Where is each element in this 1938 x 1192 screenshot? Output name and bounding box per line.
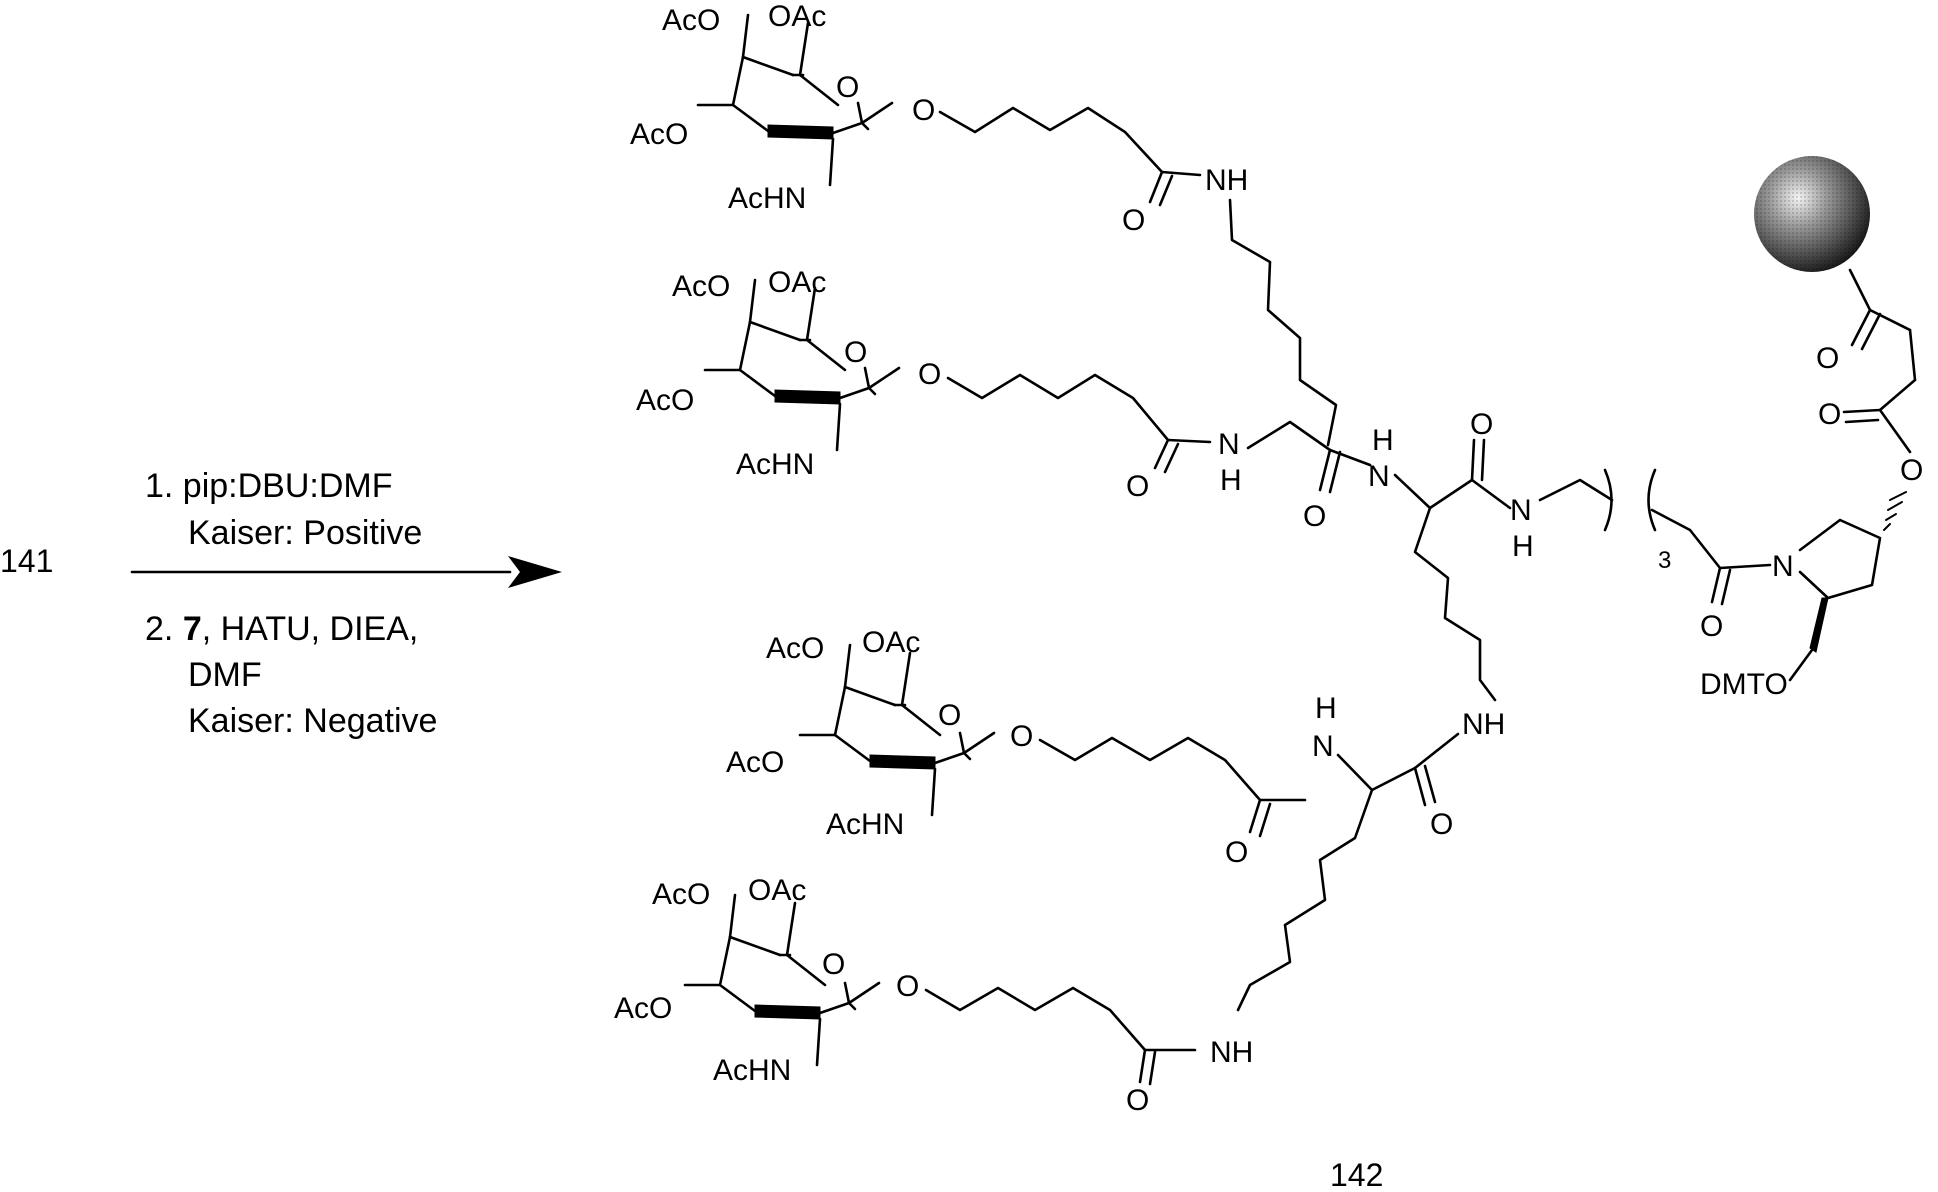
pentanoyl-linker-3 xyxy=(1040,738,1260,800)
svg-text:H: H xyxy=(1315,692,1337,725)
galnac-unit-4: AcO OAc AcO AcHN O O xyxy=(614,874,919,1087)
aminohexanoyl-linker xyxy=(1540,480,1612,500)
svg-text:H: H xyxy=(1220,464,1242,497)
svg-text:AcHN: AcHN xyxy=(728,182,806,215)
hydroxyprolinol-ring: N DMTO O xyxy=(1700,454,1923,701)
pentanoyl-linker-4 xyxy=(926,988,1145,1050)
svg-text:N: N xyxy=(1772,550,1794,583)
svg-text:AcHN: AcHN xyxy=(713,1054,791,1087)
svg-text:AcHN: AcHN xyxy=(826,808,904,841)
svg-text:AcO: AcO xyxy=(636,384,694,417)
svg-text:AcO: AcO xyxy=(672,270,730,303)
svg-text:O: O xyxy=(1700,610,1723,643)
svg-text:H: H xyxy=(1372,424,1394,457)
condition-step1: 1. pip:DBU:DMF xyxy=(145,467,393,505)
svg-text:O: O xyxy=(1122,204,1145,237)
svg-text:H: H xyxy=(1512,530,1534,563)
svg-text:O: O xyxy=(1816,342,1839,375)
svg-text:O: O xyxy=(1818,398,1841,431)
svg-text:NH: NH xyxy=(1205,164,1248,197)
reactant-label: 141 xyxy=(0,543,53,579)
svg-text:O: O xyxy=(938,699,961,732)
svg-text:N: N xyxy=(1312,730,1334,763)
lysine-1-backbone xyxy=(1248,422,1330,450)
svg-text:OAc: OAc xyxy=(748,874,806,907)
svg-text:O: O xyxy=(822,948,845,981)
svg-text:AcO: AcO xyxy=(652,878,710,911)
condition-step2-kaiser: Kaiser: Negative xyxy=(188,702,437,740)
galnac-unit-3: AcO OAc AcO AcHN O O xyxy=(726,626,1033,841)
svg-text:NH: NH xyxy=(1462,708,1505,741)
svg-text:O: O xyxy=(918,358,941,391)
lysine-central-backbone xyxy=(1395,475,1472,508)
svg-text:AcO: AcO xyxy=(614,992,672,1025)
svg-text:O: O xyxy=(1430,808,1453,841)
svg-text:AcHN: AcHN xyxy=(736,448,814,481)
svg-text:N: N xyxy=(1368,460,1390,493)
svg-text:DMTO: DMTO xyxy=(1700,668,1788,701)
svg-text:O: O xyxy=(896,970,919,1003)
svg-text:O: O xyxy=(1126,470,1149,503)
svg-text:AcO: AcO xyxy=(726,746,784,779)
svg-text:AcO: AcO xyxy=(630,118,688,151)
condition-step2-solvent: DMF xyxy=(188,656,262,694)
lysine-central-side-chain xyxy=(1415,508,1495,700)
pentanoyl-linker-1 xyxy=(940,108,1162,172)
lysine-3-backbone xyxy=(1338,755,1415,790)
svg-text:O: O xyxy=(1303,500,1326,533)
svg-text:O: O xyxy=(1010,720,1033,753)
succinyl-linker: O O xyxy=(1816,270,1915,452)
lysine-3-side-chain xyxy=(1238,790,1372,1010)
condition-step2: 2. 7, HATU, DIEA, xyxy=(145,610,418,648)
galnac-unit-2: AcO OAc AcO AcHN O O xyxy=(636,266,941,481)
reaction-arrow-head xyxy=(508,556,562,588)
condition-step2-rest: , HATU, DIEA, xyxy=(202,610,419,648)
svg-text:O: O xyxy=(912,94,935,127)
svg-text:O: O xyxy=(836,71,859,104)
svg-text:OAc: OAc xyxy=(768,0,826,33)
condition-step1-kaiser: Kaiser: Positive xyxy=(188,514,422,552)
svg-text:3: 3 xyxy=(1658,547,1671,574)
svg-text:O: O xyxy=(1225,836,1248,869)
svg-text:NH: NH xyxy=(1210,1036,1253,1069)
svg-text:AcO: AcO xyxy=(766,632,824,665)
galnac-unit-1: AcO OAc AcO AcHN O O xyxy=(630,0,935,215)
svg-text:OAc: OAc xyxy=(768,266,826,299)
svg-text:OAc: OAc xyxy=(862,626,920,659)
svg-text:AcO: AcO xyxy=(662,4,720,37)
svg-text:O: O xyxy=(1126,1084,1149,1117)
svg-text:N: N xyxy=(1218,428,1240,461)
product-label: 142 xyxy=(1330,1157,1383,1192)
svg-text:O: O xyxy=(1470,408,1493,441)
condition-step2-prefix: 2. xyxy=(145,610,183,648)
svg-text:N: N xyxy=(1510,494,1532,527)
svg-text:O: O xyxy=(844,336,867,369)
svg-text:O: O xyxy=(1900,454,1923,487)
pentanoyl-linker-2 xyxy=(948,375,1168,440)
condition-step2-reagent: 7 xyxy=(183,610,202,648)
lysine-1-side-chain xyxy=(1230,200,1336,445)
